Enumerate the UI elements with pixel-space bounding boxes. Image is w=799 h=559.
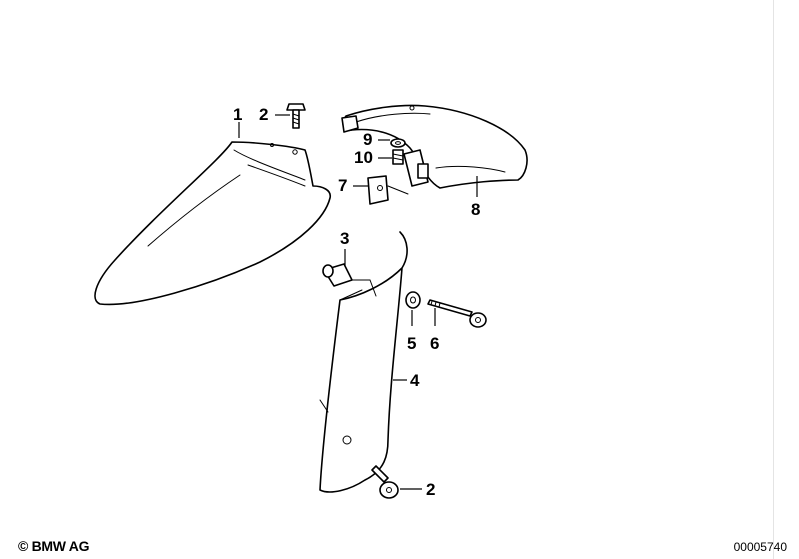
doc-number: 00005740	[733, 540, 787, 554]
callout-10: 10	[354, 148, 373, 167]
part-9-washer[interactable]	[390, 138, 406, 148]
callout-6: 6	[430, 334, 439, 353]
part-3-spacer-sleeve[interactable]	[322, 263, 353, 287]
copyright-text: © BMW AG	[18, 538, 90, 554]
page-edge-line	[773, 0, 774, 559]
callout-1: 1	[233, 105, 242, 124]
part-2-screw-bottom[interactable]	[371, 465, 399, 499]
leader-lines	[238, 114, 478, 490]
callout-5: 5	[407, 334, 416, 353]
callout-9: 9	[363, 130, 372, 149]
callout-4: 4	[410, 371, 420, 390]
part-8-fender-rear[interactable]	[341, 104, 528, 189]
callout-3: 3	[340, 229, 349, 248]
part-2-screw-top[interactable]	[286, 103, 306, 129]
part-6-long-bolt[interactable]	[427, 299, 487, 328]
callout-7: 7	[338, 176, 347, 195]
part-1-front-mudguard[interactable]	[94, 141, 332, 306]
part-10-bolt[interactable]	[392, 149, 404, 165]
part-4-fork-guard[interactable]	[319, 231, 408, 493]
callout-2-bottom: 2	[426, 480, 435, 499]
part-7-clip-nut[interactable]	[367, 175, 409, 205]
callout-2-top: 2	[259, 105, 268, 124]
callout-8: 8	[471, 200, 480, 219]
part-5-washer[interactable]	[405, 291, 421, 309]
